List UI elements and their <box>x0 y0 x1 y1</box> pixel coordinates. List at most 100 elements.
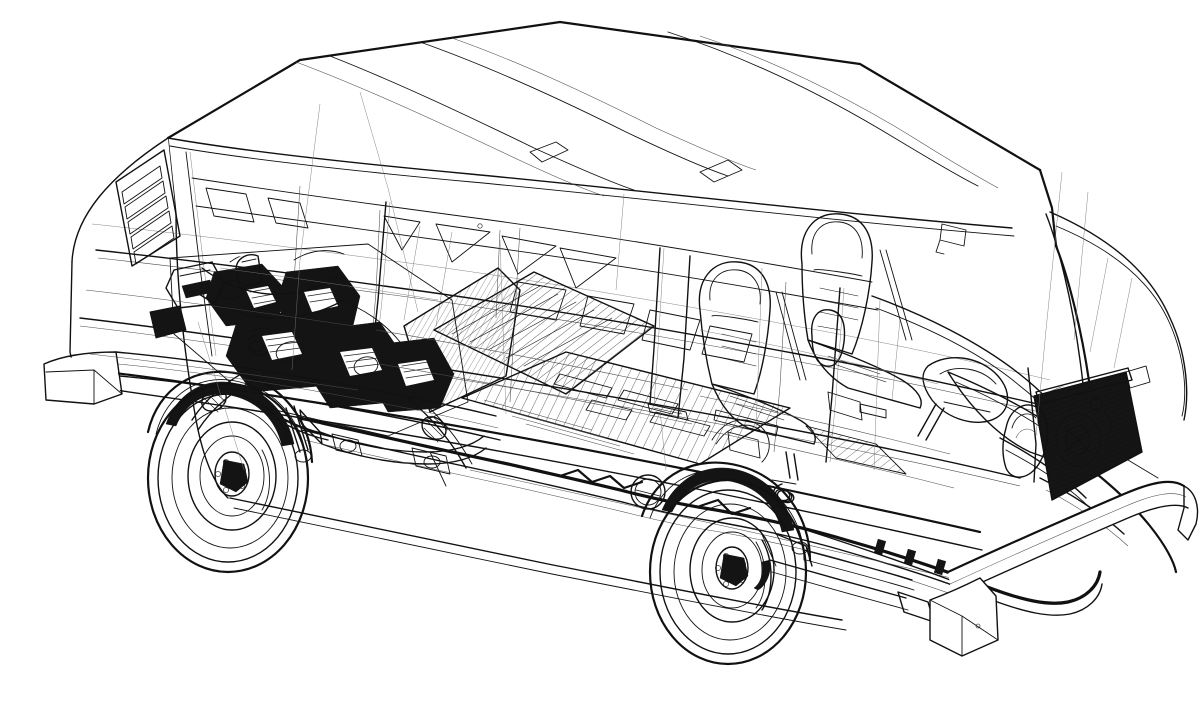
fin-11 <box>347 363 381 369</box>
panel-seam-3 <box>773 281 787 453</box>
roof-bow-triangle-3 <box>501 235 557 275</box>
wiper-arm-2 <box>1127 459 1159 479</box>
front-damper-2 <box>793 453 799 481</box>
louvre-panel-frame <box>115 149 181 267</box>
guideline-4 <box>1035 171 1063 437</box>
left-seat-belt-2 <box>781 291 807 381</box>
roof-crease-3 <box>419 41 729 177</box>
roof-vent-panel-a <box>529 141 569 163</box>
right-seat-belt-2 <box>885 249 913 341</box>
front-grille-assembly <box>1002 365 1151 501</box>
quarter-panel-seam <box>185 151 213 357</box>
rear-wheel-arch-inner <box>155 379 307 463</box>
coolant-hose-upper <box>201 267 339 296</box>
rear-end-panel <box>72 138 196 404</box>
floor-line-3 <box>511 415 621 447</box>
roof-left-rail-inner <box>169 145 1015 237</box>
fin-10 <box>345 357 379 363</box>
jacking-point <box>331 433 363 457</box>
alternator-pulley <box>219 280 245 300</box>
rear-brake-drum <box>261 449 270 511</box>
front-arch-shadow <box>661 467 795 533</box>
rear-rim-inner <box>199 435 265 517</box>
roof-crease-2 <box>329 55 635 191</box>
right-seat-flute-2 <box>819 299 859 309</box>
driver-floor-mat <box>806 426 906 474</box>
rear-rim <box>187 421 277 531</box>
floor-line-4 <box>525 423 635 455</box>
jacking-point-hole <box>339 439 357 453</box>
radiator-fan <box>1055 413 1101 467</box>
mid-seat-rib-4 <box>505 309 595 359</box>
roof-crease-4 <box>451 37 757 171</box>
anti-roll-bar <box>805 529 967 587</box>
floor-tie-down <box>713 409 779 437</box>
cargo-floor-cutaway <box>403 267 791 465</box>
construction-guidelines <box>197 91 1089 471</box>
side-seam-6 <box>703 429 955 489</box>
side-seam-5 <box>699 395 951 455</box>
indicator-lamp <box>1125 365 1151 389</box>
steering-spoke <box>943 401 991 413</box>
floor-line-1 <box>483 399 593 431</box>
left-seat-base <box>727 431 761 459</box>
van-body-shell <box>69 20 1051 551</box>
front-lower-wishbone <box>769 559 907 599</box>
left-cushion-flute-2 <box>735 403 785 421</box>
front-rim-inner <box>701 531 763 609</box>
coolant-pipe-main <box>298 416 1102 605</box>
rear-coil-spring <box>247 327 271 356</box>
front-bumper-crease <box>949 493 1187 585</box>
left-seat-backrest <box>698 261 771 395</box>
glass-reflection-3 <box>891 319 901 401</box>
loom-1 <box>339 299 401 343</box>
engine-mount-left-outline <box>149 305 187 339</box>
coolant-reservoir <box>235 254 263 289</box>
side-seam-8 <box>699 329 939 385</box>
track-rod-2 <box>805 559 915 591</box>
roof-crease-1 <box>295 61 605 197</box>
front-brake-disc <box>761 539 772 611</box>
rear-wheel <box>146 370 314 574</box>
steering-column-2 <box>925 407 945 441</box>
front-rim <box>689 517 775 623</box>
rear-bumper-crease <box>117 363 499 429</box>
interior-seating <box>698 213 922 475</box>
windscreen-upper-edge <box>1049 211 1188 421</box>
quarter-panel-seam-shadow <box>189 151 217 357</box>
roof-rear-left-corner <box>167 137 177 215</box>
roof-bow-rivet <box>477 223 483 229</box>
centre-armrest <box>811 309 846 367</box>
front-damper <box>785 451 791 479</box>
engine-intake-louvres <box>115 149 217 357</box>
front-tyre-inner <box>659 489 797 655</box>
crossmember-1 <box>429 451 447 487</box>
mid-seat-rib-5 <box>523 317 613 367</box>
left-cushion-flute-1 <box>729 395 779 413</box>
headlamp <box>1002 404 1048 478</box>
front-bumper-face-fill <box>948 481 1188 596</box>
guideline-9 <box>755 267 763 431</box>
suspension-mount-bracket <box>411 447 451 475</box>
right-seat-flute-3 <box>819 311 859 321</box>
left-seat-headrest-gap <box>711 315 759 323</box>
front-wheel-studs <box>715 553 746 587</box>
rear-tyre-outer <box>146 382 310 574</box>
cargo-floor-outline <box>461 351 791 465</box>
front-coil-spring <box>771 479 801 511</box>
fin-14 <box>405 373 433 379</box>
right-seat-headrest-gap <box>813 269 863 277</box>
radiator-fan-hub <box>1065 425 1091 455</box>
side-seam-4 <box>379 363 693 425</box>
front-wheel <box>640 451 967 666</box>
right-seat-headrest <box>811 221 863 259</box>
louvre-slot-1 <box>121 165 163 205</box>
steering-wheel <box>922 357 1009 423</box>
roof-bow-triangle-2 <box>435 223 491 263</box>
suspension-mount-hole <box>423 455 441 469</box>
left-seat-flute-2 <box>721 345 757 355</box>
sliding-door-handle <box>859 403 887 419</box>
guideline-10 <box>615 193 625 291</box>
inner-header-rail <box>191 177 873 283</box>
